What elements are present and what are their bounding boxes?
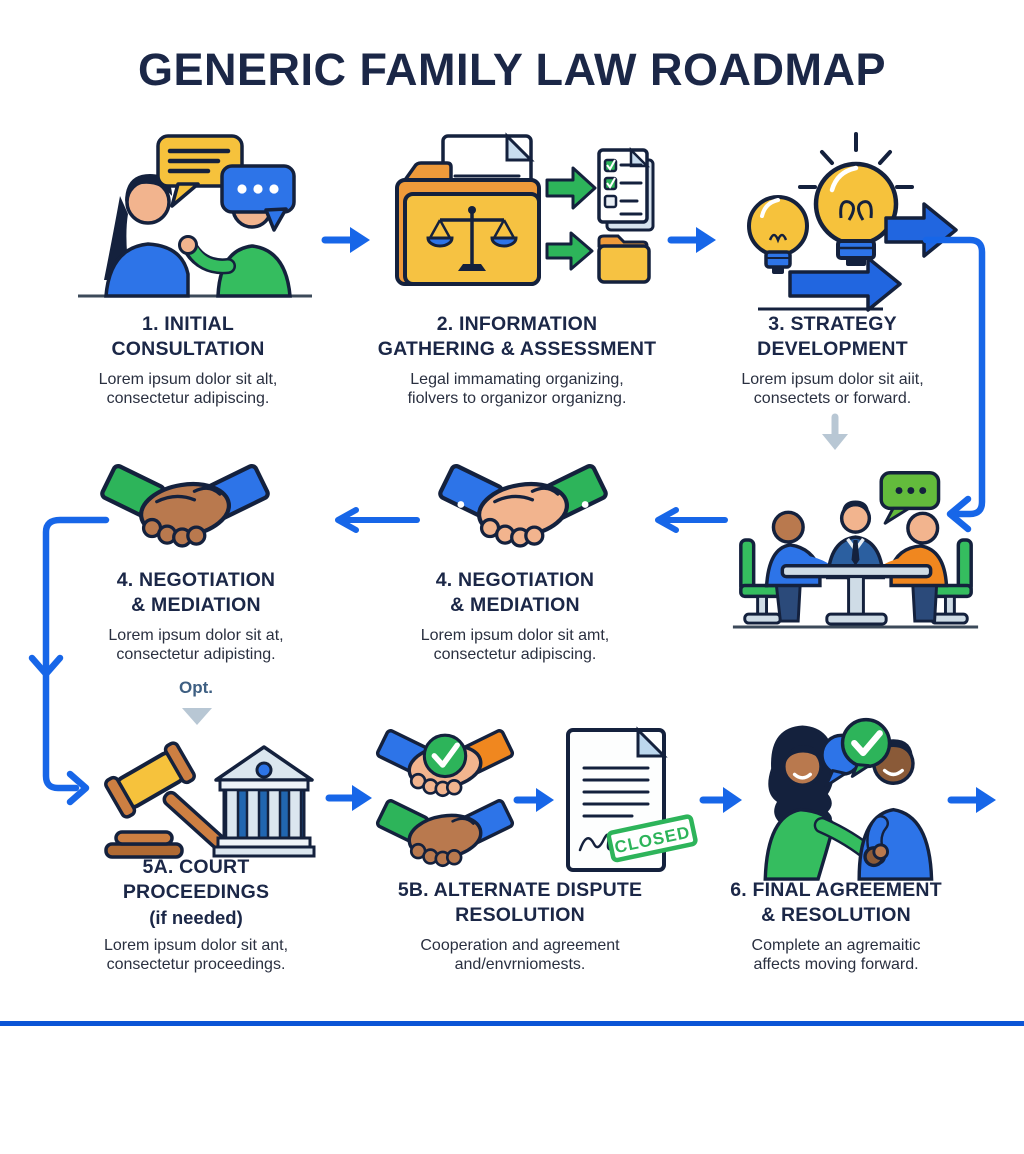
chat-dots-bubble-icon bbox=[220, 164, 296, 232]
woman-body bbox=[104, 242, 190, 298]
step4b-text: 4. NEGOTIATION & MEDIATION Lorem ipsum d… bbox=[385, 568, 645, 665]
signature-icon bbox=[578, 833, 624, 852]
chair-icon bbox=[923, 538, 973, 625]
small-folder-icon bbox=[597, 234, 651, 284]
handshake-icon bbox=[100, 448, 270, 561]
lightbulb-large-icon bbox=[798, 132, 914, 266]
step6-text: 6. FINAL AGREEMENT & RESOLUTION Complete… bbox=[706, 878, 966, 975]
woman-figure bbox=[763, 725, 882, 881]
step6-desc: Complete an agremaitic affects moving fo… bbox=[751, 936, 921, 974]
legal-folder-icon bbox=[395, 161, 541, 286]
opt-label: Opt. bbox=[179, 678, 213, 697]
step3-text: 3. STRATEGY DEVELOPMENT Lorem ipsum dolo… bbox=[700, 312, 965, 409]
step5b-text: 5B. ALTERNATE DISPUTE RESOLUTION Coopera… bbox=[360, 878, 680, 975]
arrow-step2-to-step3-icon bbox=[667, 227, 716, 253]
step5a-desc: Lorem ipsum dolor sit ant, consectetur p… bbox=[103, 936, 289, 974]
connector-step3-to-table bbox=[922, 236, 986, 533]
information-gathering-illustration bbox=[395, 132, 655, 286]
step4a-text: 4. NEGOTIATION & MEDIATION Lorem ipsum d… bbox=[66, 568, 326, 665]
step5b-desc: Cooperation and agreement and/envrniomes… bbox=[420, 936, 620, 974]
mediation-table-illustration bbox=[732, 471, 979, 629]
step4a-desc: Lorem ipsum dolor sit at, consectetur ad… bbox=[108, 626, 284, 664]
green-arrow-icon bbox=[545, 166, 597, 210]
step4b-title: 4. NEGOTIATION & MEDIATION bbox=[435, 569, 595, 617]
arrow-to-document-icon bbox=[513, 788, 554, 812]
green-arrow-icon bbox=[545, 231, 594, 271]
arrow-step1-to-step2-icon bbox=[321, 227, 370, 253]
step2-text: 2. INFORMATION GATHERING & ASSESSMENT Le… bbox=[352, 312, 682, 409]
idea-rays-icon bbox=[798, 132, 914, 189]
consultation-illustration bbox=[78, 134, 312, 298]
step5b-title: 5B. ALTERNATE DISPUTE RESOLUTION bbox=[397, 879, 643, 927]
forward-arrow-icon bbox=[788, 256, 902, 312]
step3-title: 3. STRATEGY DEVELOPMENT bbox=[757, 313, 908, 361]
step4a-title: 4. NEGOTIATION & MEDIATION bbox=[116, 569, 276, 617]
step5a-text: 5A. COURT PROCEEDINGS (if needed) Lorem … bbox=[66, 855, 326, 975]
connector-step4a-to-step5a bbox=[28, 516, 110, 806]
arrow-step4b-to-step4a-icon bbox=[335, 507, 420, 533]
step1-desc: Lorem ipsum dolor sit alt, consectetur a… bbox=[98, 370, 278, 408]
table-icon bbox=[780, 563, 933, 626]
final-agreement-illustration bbox=[763, 717, 934, 881]
step5a-subtitle: (if needed) bbox=[149, 906, 243, 928]
arrow-step5a-to-step5b-icon bbox=[325, 785, 372, 811]
lightbulb-small-icon bbox=[747, 195, 809, 274]
step6-title: 6. FINAL AGREEMENT & RESOLUTION bbox=[730, 879, 942, 927]
opt-down-triangle-icon bbox=[182, 708, 212, 725]
gavel-icon bbox=[104, 741, 228, 859]
checklist-document-icon bbox=[597, 146, 655, 232]
handshake-icon bbox=[375, 786, 515, 878]
step2-title: 2. INFORMATION GATHERING & ASSESSMENT bbox=[377, 313, 657, 361]
check-bubble-icon bbox=[840, 717, 892, 778]
step3-desc: Lorem ipsum dolor sit aiit, consectets o… bbox=[741, 370, 924, 408]
scales-of-justice-icon bbox=[426, 206, 518, 271]
check-circle-icon bbox=[422, 733, 468, 779]
down-arrow-muted-icon bbox=[822, 413, 848, 450]
chair-icon bbox=[739, 538, 789, 625]
step1-text: 1. INITIAL CONSULTATION Lorem ipsum dolo… bbox=[58, 312, 318, 409]
step2-desc: Legal immamating organizing, fiolvers to… bbox=[407, 370, 627, 408]
closed-document-illustration: CLOSED bbox=[566, 726, 698, 872]
step4b-desc: Lorem ipsum dolor sit amt, consectetur a… bbox=[420, 626, 610, 664]
arrow-to-step6-icon bbox=[699, 787, 742, 813]
step5a-title: 5A. COURT PROCEEDINGS bbox=[122, 856, 270, 904]
step1-title: 1. INITIAL CONSULTATION bbox=[111, 313, 265, 361]
handshake-agreement-icon bbox=[375, 716, 515, 808]
page-title: GENERIC FAMILY LAW ROADMAP bbox=[137, 44, 887, 95]
handshake-icon bbox=[438, 448, 608, 561]
chat-dots-bubble-icon bbox=[879, 471, 941, 525]
bottom-divider bbox=[0, 1021, 1024, 1026]
court-illustration bbox=[104, 741, 316, 859]
arrow-table-to-step4b-icon bbox=[655, 507, 728, 533]
arrow-exit-icon bbox=[947, 787, 996, 813]
courthouse-icon bbox=[212, 745, 316, 858]
